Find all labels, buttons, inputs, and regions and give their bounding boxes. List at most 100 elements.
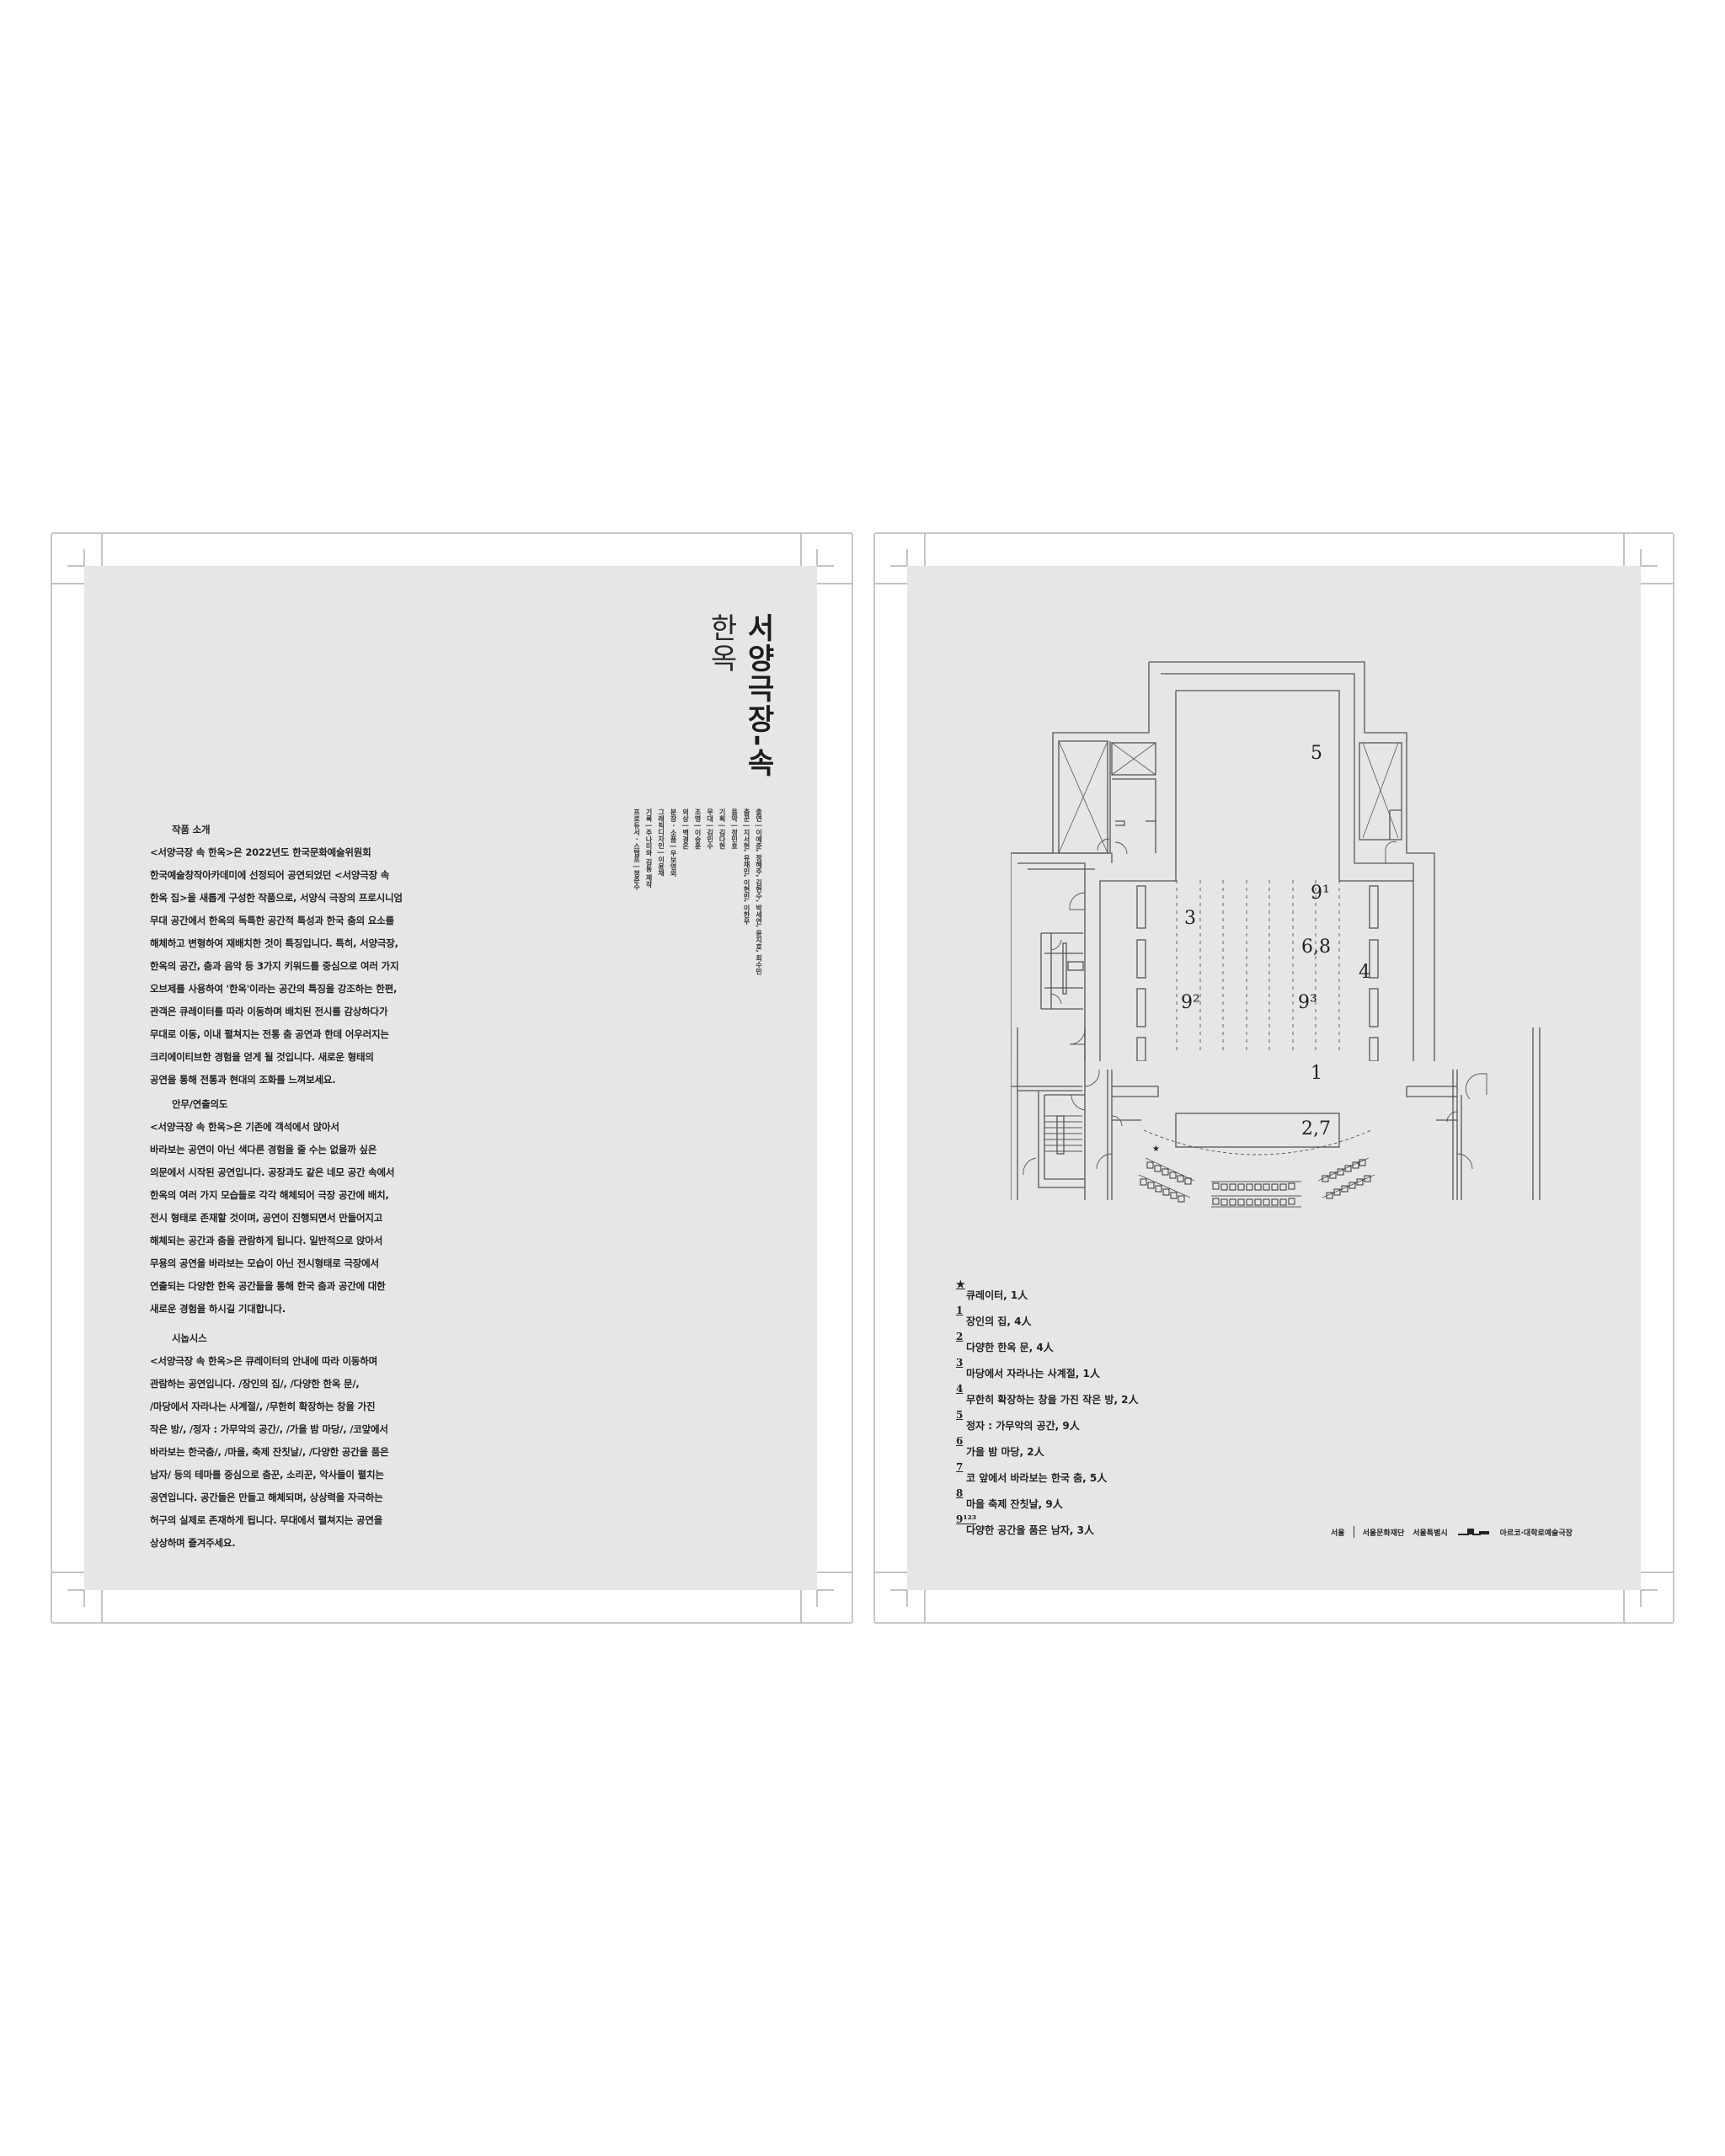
crop-mark [101,532,103,566]
crop-mark [906,1590,908,1607]
text-line: 연출되는 다양한 한옥 공간들을 통해 한국 춤과 공간에 대한 [150,1280,386,1292]
crop-mark [83,549,85,566]
plan-label-9-2: 9² [1181,992,1200,1013]
credit-line: 기획 | 김다현 [718,808,726,850]
text-line: 전시 형태로 존재할 것이며, 공연이 진행되면서 만들어지고 [150,1212,383,1224]
crop-mark [1623,1590,1625,1624]
section-heading: 시놉시스 [172,1332,207,1344]
crop-mark [817,1572,852,1573]
crop-mark [101,1590,103,1624]
text-line: 무용의 공연을 바라보는 모습이 아닌 전시형태로 극장에서 [150,1257,379,1269]
credit-line: 춤꾼 | 지서현, 유채민, 이현빈, 이한우 [743,808,750,925]
plan-label-3: 3 [1184,908,1196,929]
crop-mark [873,1572,907,1573]
curator-star-icon: ★ [1152,1145,1160,1154]
legend-text: 마당에서 자라나는 사계절, 1人 [966,1368,1100,1380]
legend-number: 5 [956,1409,964,1421]
right-page-sheet [907,566,1641,1590]
page-subtitle: 한옥 [704,613,738,674]
text-line: 공연을 통해 전통과 현대의 조화를 느껴보세요. [150,1074,336,1086]
crop-mark [924,532,926,566]
legend-number: 6 [956,1435,964,1447]
crop-mark [816,549,818,566]
floor-plan [1011,661,1435,1061]
plan-label-2-7: 2,7 [1301,1118,1331,1139]
credit-line: 의상 | 백경은 [681,808,690,850]
crop-mark [817,1589,834,1591]
credit-line: 출연 | 이예준, 정혜주, 김현수, 박세연, 윤지호, 최수민 [755,808,763,975]
arko-mark-icon [1457,1529,1489,1535]
crop-mark [67,565,84,567]
text-line: 관객은 큐레이터를 따라 이동하며 배치된 전시를 감상하다가 [150,1006,388,1017]
plan-label-9-1: 9¹ [1311,883,1330,904]
crop-mark [817,583,852,584]
legend-number: ★ [956,1278,965,1290]
plan-label-4: 4 [1359,962,1370,983]
legend-text: 마을 축제 잔칫날, 9人 [966,1498,1063,1510]
left-page-trim-box [51,532,853,1624]
text-line: 해체되는 공간과 춤을 관람하게 됩니다. 일반적으로 앉아서 [150,1235,383,1246]
plan-label-6-8: 6,8 [1301,937,1331,958]
text-line: 오브제를 사용하여 '한옥'이라는 공간의 특징을 강조하는 한편, [150,983,398,995]
text-line: 한국예술창작아카데미에 선정되어 공연되었던 <서양극장 속 [150,869,390,881]
text-line: 한옥의 여러 가지 모습들로 각각 해체되어 극장 공간에 배치, [150,1189,389,1201]
text-line: /마당에서 자라나는 사계절/, /무한히 확장하는 창을 가진 [150,1401,376,1412]
text-line: 관람하는 공연입니다. /장인의 집/, /다양한 한옥 문/, [150,1378,360,1390]
legend-number: 9¹²³ [956,1513,977,1525]
text-line: 새로운 경험을 하시길 기대합니다. [150,1303,286,1315]
arko-logo: 아르코·대학로예술극장 [1499,1529,1573,1538]
legend-text: 큐레이터, 1人 [966,1289,1028,1301]
crop-mark [873,583,907,584]
crop-mark [924,1590,926,1624]
text-line: <서양극장 속 한옥>은 2022년도 한국문화예술위원회 [150,846,371,858]
floor-plan-auditorium [1011,1027,1541,1208]
text-line: 바라보는 한국춤/, /마을, 축제 잔칫날/, /다양한 공간을 품은 [150,1446,389,1458]
crop-mark [1640,549,1642,566]
text-line: 무대 공간에서 한옥의 독특한 공간적 특성과 한국 춤의 요소를 [150,915,394,926]
plan-label-1: 1 [1311,1063,1322,1084]
section-intro: 작품 소개 <서양극장 속 한옥>은 2022년도 한국문화예술위원회 한국예술… [150,819,470,1091]
legend-text: 다양한 한옥 문, 4人 [966,1342,1054,1353]
legend-text: 무한히 확장하는 창을 가진 작은 방, 2人 [966,1394,1139,1406]
section-heading: 안무/연출의도 [172,1098,228,1110]
text-line: 한옥 집>을 새롭게 구성한 작품으로, 서양식 극장의 프로시니엄 [150,892,403,904]
sponsor-logos: 서울 서울문화재단 서울특별시 아르코·대학로예술극장 [1331,1526,1573,1538]
legend-number: 4 [956,1383,964,1395]
credit-line: 프로듀서 · 스탭프 | 정준수 [633,808,641,891]
legend-number: 8 [956,1487,964,1499]
legend-text: 코 앞에서 바라보는 한국 춤, 5人 [966,1472,1108,1484]
text-line: <서양극장 속 한옥>은 기존에 객석에서 앉아서 [150,1121,339,1133]
crop-mark [817,565,834,567]
crop-mark [51,583,84,584]
text-line: 한옥의 공간, 춤과 음악 등 3가지 키워드를 중심으로 여러 가지 [150,960,399,972]
crop-mark [1623,532,1625,566]
crop-mark [890,1589,907,1591]
crop-mark [1641,1572,1674,1573]
text-line: <서양극장 속 한옥>은 큐레이터의 안내에 따라 이동하며 [150,1355,378,1367]
text-line: 바라보는 공연이 아닌 색다른 경험을 줄 수는 없을까 싶은 [150,1144,377,1155]
text-line: 크리에이티브한 경험을 얻게 될 것입니다. 새로운 형태의 [150,1051,374,1063]
legend-text: 가을 밤 마당, 2人 [966,1446,1044,1458]
right-page-trim-box [873,532,1674,1624]
crop-mark [800,1590,802,1624]
text-line: 남자/ 등의 테마를 중심으로 춤꾼, 소리꾼, 악사들이 펼치는 [150,1469,384,1481]
credits-block: 출연 | 이예준, 정혜주, 김현수, 박세연, 윤지호, 최수민 춤꾼 | 지… [630,808,765,975]
credit-line: 분장 · 소품 | 우보영외 [670,808,677,878]
crop-mark [67,1589,84,1591]
seoul-logo: 서울 [1331,1529,1345,1538]
crop-mark [1641,583,1674,584]
text-line: 해체하고 변형하여 재배치한 것이 특징입니다. 특히, 서양극장, [150,937,398,949]
legend-number: 1 [956,1305,964,1316]
credit-line: 음악 | 정민호 [730,808,739,850]
section-direction: 안무/연출의도 <서양극장 속 한옥>은 기존에 객석에서 앉아서 바라보는 공… [150,1093,470,1321]
credit-line: 그래픽디자인 | 이윤채 [657,808,665,877]
crop-mark [906,549,908,566]
text-line: 공연입니다. 공간들은 만들고 해체되며, 상상력을 자극하는 [150,1492,383,1503]
credit-line: 기록 | 주나미와 김동 제작 [645,808,653,889]
seoul-city-logo: 서울특별시 [1413,1529,1448,1538]
text-line: 의문에서 시작된 공연입니다. 공장과도 같은 네모 공간 속에서 [150,1166,395,1178]
crop-mark [1641,1589,1658,1591]
page-title: 서양극장-속 [741,613,775,779]
text-line: 허구의 실제로 존재하게 됩니다. 무대에서 펼쳐지는 공연을 [150,1514,383,1526]
crop-mark [51,1572,84,1573]
